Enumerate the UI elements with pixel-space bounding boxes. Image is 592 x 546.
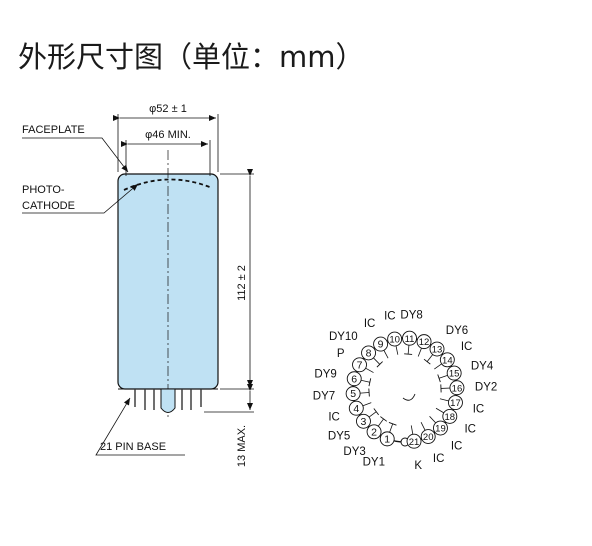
- pin-length-dimension: 13 MAX.: [204, 384, 254, 467]
- pin-circle: [448, 395, 463, 411]
- pin-number: 19: [435, 424, 446, 435]
- pin-label: DY7: [313, 390, 335, 402]
- pin-circle: [348, 400, 364, 416]
- photocathode-callout: PHOTO- CATHODE: [22, 183, 139, 214]
- dynode-mark: [423, 358, 431, 365]
- pin-label: DY8: [400, 309, 422, 321]
- pin-label: DY5: [328, 431, 350, 443]
- pin-number: 1: [384, 433, 390, 445]
- pin-number: 21: [409, 437, 420, 448]
- pin-circle: [361, 345, 377, 361]
- pin-label: IC: [433, 453, 445, 465]
- pin-number: 17: [450, 398, 461, 409]
- pin-label: DY10: [329, 331, 358, 343]
- pin-circle: [356, 413, 371, 429]
- pin-circle: [416, 334, 432, 350]
- outer-diameter-label: φ52 ± 1: [149, 103, 187, 115]
- pin-number: 11: [405, 334, 415, 345]
- pin-length-label: 13 MAX.: [236, 425, 248, 467]
- pin-circle: [439, 352, 455, 368]
- pin-circle: [366, 424, 382, 440]
- inner-diameter-dimension: φ46 MIN.: [121, 129, 211, 176]
- dynode-mark: [368, 388, 370, 397]
- pin-label: IC: [328, 412, 340, 424]
- photocathode-label-2: CATHODE: [22, 200, 75, 212]
- pin-circle: [420, 429, 436, 444]
- pin-base-label: 21 PIN BASE: [100, 441, 166, 453]
- dynode-mark: [373, 408, 380, 416]
- pin-circle: [373, 336, 389, 352]
- pin-number: 13: [432, 345, 443, 356]
- pin-circle: [387, 331, 403, 347]
- pin-label: IC: [384, 311, 396, 323]
- pin-number: 2: [371, 426, 377, 438]
- anode-lead: [402, 393, 416, 401]
- page-title: 外形尺寸图（单位：mm）: [18, 40, 365, 74]
- pin-number: 14: [442, 355, 453, 366]
- pin-circle: [433, 420, 448, 436]
- pin-label: IC: [461, 341, 473, 353]
- pin-number: 10: [389, 335, 400, 346]
- pin-circle: [379, 431, 395, 447]
- dynode-mark: [404, 353, 413, 355]
- pin-base-callout: 21 PIN BASE: [95, 397, 185, 456]
- pin-number: 7: [357, 359, 363, 371]
- faceplate-callout: FACEPLATE: [22, 124, 129, 173]
- pin-circle: [449, 380, 465, 396]
- pin-number: 9: [378, 339, 384, 351]
- faceplate-label: FACEPLATE: [22, 124, 85, 136]
- length-dimension: 112 ± 2: [220, 169, 254, 390]
- pin-label: DY6: [446, 325, 468, 337]
- pin-label: P: [337, 348, 345, 360]
- length-label: 112 ± 2: [236, 265, 248, 301]
- dynode-mark: [368, 378, 372, 387]
- pin-number: 8: [366, 348, 372, 360]
- pin-circle: [345, 386, 361, 402]
- pin-number: 6: [351, 373, 357, 385]
- inner-diameter-label: φ46 MIN.: [145, 129, 191, 141]
- pin-circle: [402, 330, 417, 346]
- base-key: [160, 388, 176, 413]
- pin-circle: [429, 341, 445, 357]
- dynode-mark: [380, 416, 388, 422]
- outer-diameter-dimension: φ52 ± 1: [113, 103, 219, 172]
- pin-label: DY3: [343, 446, 365, 458]
- tube-base: [118, 388, 218, 413]
- pin-label: DY1: [363, 456, 385, 468]
- pin-number: 3: [361, 416, 367, 428]
- pin-circle: [446, 365, 462, 381]
- pin-label: IC: [464, 424, 476, 436]
- pin-label: DY9: [314, 369, 336, 381]
- pin-number: 18: [445, 412, 456, 423]
- dynode-mark: [388, 422, 397, 426]
- tube-body: [117, 150, 219, 420]
- pin-label: IC: [451, 441, 463, 453]
- pin-circle: [406, 433, 422, 449]
- pin-label: IC: [473, 403, 485, 415]
- pin-label: K: [414, 460, 422, 472]
- dynode-mark: [437, 374, 441, 383]
- pin-label: IC: [364, 318, 376, 330]
- pin-label: DY2: [475, 382, 497, 394]
- photocathode-label-1: PHOTO-: [22, 184, 65, 196]
- pin-number: 16: [452, 383, 463, 394]
- pin-number: 5: [350, 388, 356, 400]
- pin-circle: [346, 371, 362, 387]
- dynode-mark: [376, 361, 383, 368]
- pin-label: DY4: [471, 360, 494, 372]
- pin-number: 20: [423, 432, 434, 443]
- pin-number: 12: [419, 337, 430, 348]
- pin-number: 4: [353, 403, 359, 415]
- pin-number: 15: [449, 369, 460, 380]
- pin-circle: [442, 408, 458, 424]
- pin-circle: [352, 357, 367, 373]
